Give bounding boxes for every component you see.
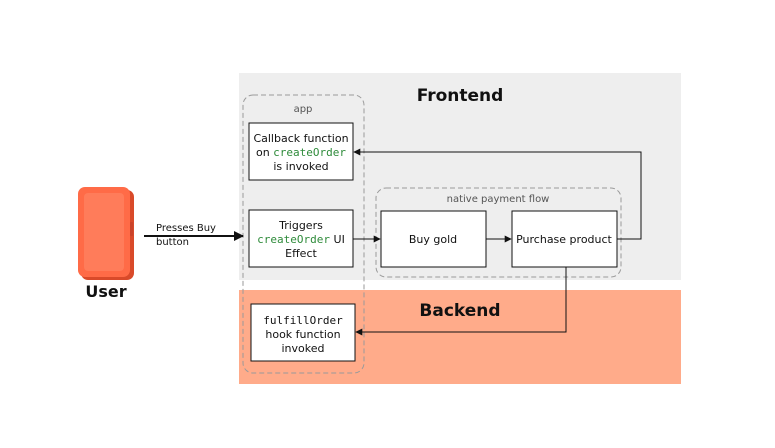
callback-line2-prefix: on [256,146,273,159]
phone-icon [78,187,134,280]
triggers-line2-suffix: UI [330,233,345,246]
native-payment-group-label: native payment flow [447,194,550,205]
triggers-box: Triggers createOrder UI Effect [248,209,354,268]
app-group-label: app [294,104,313,115]
triggers-line1: Triggers [278,219,323,232]
triggers-code: createOrder [257,233,330,246]
callback-box: Callback function on createOrder is invo… [248,122,354,181]
fulfill-order-box: fulfillOrder hook function invoked [250,303,356,362]
fulfill-line3: invoked [282,342,325,355]
arrow-purchase-to-fulfill [355,267,567,336]
triggers-line3: Effect [285,247,317,260]
purchase-product-label: Purchase product [516,233,612,246]
user-action-line1: Presses Buy [156,223,216,234]
user-action-line2: button [156,237,189,248]
native-payment-group [375,187,622,278]
purchase-product-box: Purchase product [511,210,618,268]
arrow-purchase-to-callback [353,148,642,240]
callback-line1: Callback function [253,132,348,145]
fulfill-line2: hook function [265,328,340,341]
buy-gold-label: Buy gold [409,233,457,246]
fulfill-code: fulfillOrder [263,314,343,327]
frontend-title: Frontend [417,86,504,106]
user-label: User [85,282,126,301]
callback-code: createOrder [273,146,346,159]
backend-title: Backend [419,301,500,321]
callback-line2: on createOrder [256,146,346,159]
callback-line3: is invoked [273,160,328,173]
buy-gold-box: Buy gold [380,210,487,268]
triggers-line2: createOrder UI [257,233,345,246]
